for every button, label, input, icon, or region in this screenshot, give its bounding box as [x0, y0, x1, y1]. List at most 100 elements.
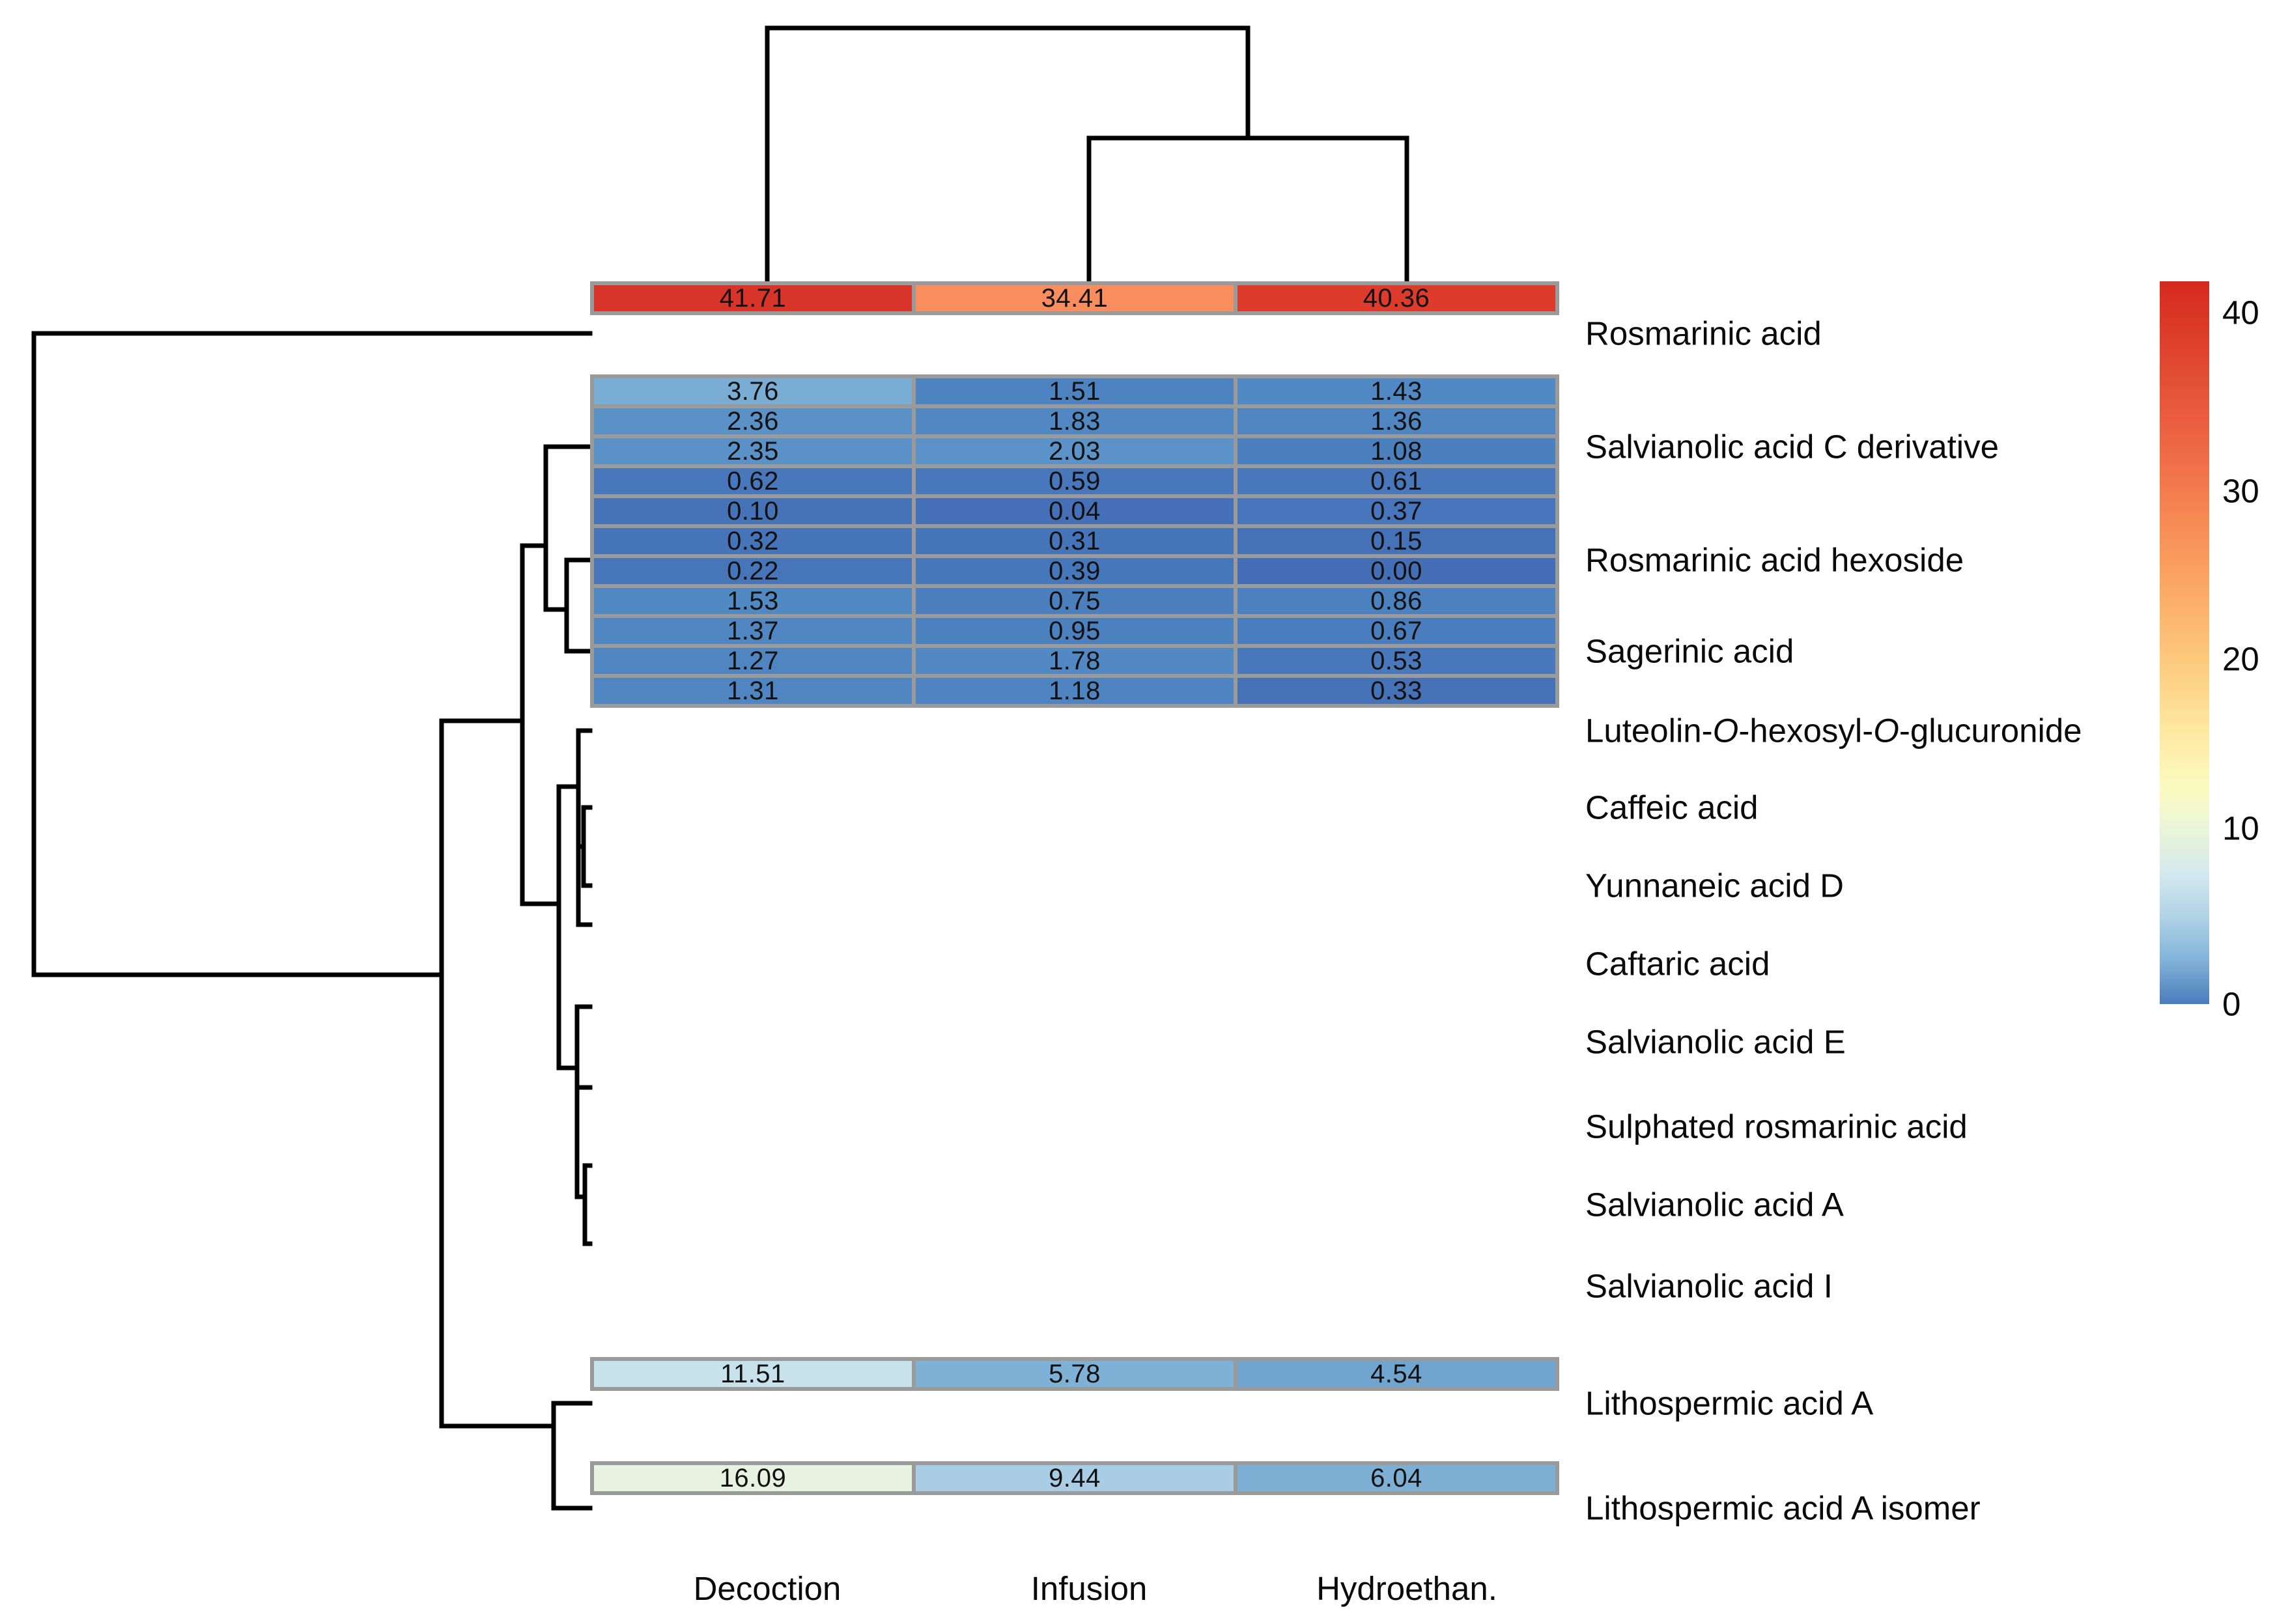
heatmap-cell[interactable]: 0.95	[916, 618, 1234, 644]
heatmap-block-top: 41.71 34.41 40.36	[590, 281, 1559, 315]
table-row: 0.22 0.39 0.00	[594, 558, 1555, 584]
heatmap-cell[interactable]: 3.76	[594, 378, 912, 404]
row-dendrogram-n2-r3	[564, 607, 593, 654]
heatmap-cell[interactable]: 1.83	[916, 408, 1234, 434]
heatmap-cell[interactable]: 2.35	[594, 438, 912, 464]
heatmap-cell[interactable]: 1.18	[916, 678, 1234, 704]
table-row: 1.27 1.78 0.53	[594, 648, 1555, 674]
heatmap-cell[interactable]: 0.75	[916, 588, 1234, 614]
heatmap-cell[interactable]: 0.10	[594, 498, 912, 524]
row-label-rosmarinic-acid-hexoside: Rosmarinic acid hexoside	[1585, 541, 1964, 579]
row-label-part-italic-o: O	[1712, 712, 1739, 749]
row-dendrogram-n6-r9	[574, 1065, 593, 1090]
row-dendrogram-root	[31, 331, 593, 977]
heatmap-cell[interactable]: 0.22	[594, 558, 912, 584]
table-row: 11.51 5.78 4.54	[594, 1361, 1555, 1387]
row-dendrogram-n7-r10	[582, 1163, 593, 1199]
heatmap-cell[interactable]: 11.51	[594, 1361, 912, 1387]
row-dendrogram-c1-stem	[439, 543, 525, 723]
row-label-sagerinic-acid: Sagerinic acid	[1585, 632, 1794, 670]
row-dendrogram-n4-r4	[556, 728, 593, 789]
row-dendrogram-n5-r6	[581, 844, 593, 888]
heatmap-block-litho-isomer: 16.09 9.44 6.04	[590, 1461, 1559, 1495]
row-dendrogram-n1-n2	[543, 543, 569, 612]
colorbar-gradient	[2160, 281, 2209, 1004]
table-row: 0.10 0.04 0.37	[594, 498, 1555, 524]
column-label-hydroethan: Hydroethan.	[1316, 1570, 1497, 1607]
dendrogram-branch-root	[765, 25, 1251, 284]
row-dendrogram-n5-r5	[581, 805, 593, 849]
row-label-lithospermic-acid-a-isomer: Lithospermic acid A isomer	[1585, 1489, 1981, 1527]
heatmap-cell[interactable]: 2.03	[916, 438, 1234, 464]
row-dendrogram-n1-r1	[520, 444, 593, 548]
row-label-sulphated-rosmarinic-acid: Sulphated rosmarinic acid	[1585, 1108, 1968, 1145]
row-dendrogram-n3-stem-up	[520, 784, 561, 906]
heatmap-cell[interactable]: 0.00	[1237, 558, 1555, 584]
row-label-part: -glucuronide	[1899, 712, 2082, 749]
heatmap-cell[interactable]: 0.67	[1237, 618, 1555, 644]
heatmap-cell[interactable]: 0.86	[1237, 588, 1555, 614]
colorbar-tick-30: 30	[2222, 472, 2259, 510]
heatmap-cell[interactable]: 1.31	[594, 678, 912, 704]
row-label-salvianolic-acid-i: Salvianolic acid I	[1585, 1267, 1833, 1305]
heatmap-cell[interactable]: 2.36	[594, 408, 912, 434]
row-label-salvianolic-acid-e: Salvianolic acid E	[1585, 1023, 1846, 1061]
row-dendrogram-litho-upper	[439, 1401, 593, 1429]
heatmap-cell[interactable]: 1.51	[916, 378, 1234, 404]
heatmap-cell[interactable]: 0.31	[916, 528, 1234, 554]
heatmap-cell[interactable]: 0.37	[1237, 498, 1555, 524]
heatmap-cell[interactable]: 0.39	[916, 558, 1234, 584]
heatmap-cell[interactable]: 1.27	[594, 648, 912, 674]
table-row: 1.31 1.18 0.33	[594, 678, 1555, 704]
heatmap-cell[interactable]: 0.33	[1237, 678, 1555, 704]
row-dendrogram-n7-r11	[582, 1194, 593, 1246]
heatmap-cell[interactable]: 1.78	[916, 648, 1234, 674]
colorbar-legend: 40 30 20 10 0	[2160, 281, 2290, 1021]
heatmap-cell[interactable]: 1.53	[594, 588, 912, 614]
row-label-part: -hexosyl-	[1738, 712, 1874, 749]
heatmap-cell[interactable]: 1.08	[1237, 438, 1555, 464]
heatmap-cell[interactable]: 1.37	[594, 618, 912, 644]
dendrogram-branch-node1	[1086, 135, 1409, 284]
colorbar-tick-40: 40	[2222, 294, 2259, 331]
heatmap-cell[interactable]: 0.62	[594, 468, 912, 494]
row-dendrogram-n4-n5	[576, 784, 586, 849]
heatmap-block-main: 3.76 1.51 1.43 2.36 1.83 1.36 2.35 2.03 …	[590, 374, 1559, 708]
heatmap-cell[interactable]: 16.09	[594, 1465, 912, 1491]
heatmap-cell[interactable]: 40.36	[1237, 285, 1555, 311]
row-label-part-italic-o: O	[1873, 712, 1899, 749]
row-dendrogram-n6-n7	[574, 1065, 587, 1199]
table-row: 1.37 0.95 0.67	[594, 618, 1555, 644]
heatmap-cell[interactable]: 0.04	[916, 498, 1234, 524]
heatmap-cell[interactable]: 0.32	[594, 528, 912, 554]
heatmap-cell[interactable]: 9.44	[916, 1465, 1234, 1491]
row-label-salvianolic-acid-a: Salvianolic acid A	[1585, 1186, 1844, 1224]
table-row: 41.71 34.41 40.36	[594, 285, 1555, 311]
heatmap-cell[interactable]: 34.41	[916, 285, 1234, 311]
heatmap-cell[interactable]: 5.78	[916, 1361, 1234, 1387]
table-row: 2.35 2.03 1.08	[594, 438, 1555, 464]
heatmap-cell[interactable]: 4.54	[1237, 1361, 1555, 1387]
table-row: 0.62 0.59 0.61	[594, 468, 1555, 494]
heatmap-cell[interactable]: 1.36	[1237, 408, 1555, 434]
heatmap-cell[interactable]: 0.15	[1237, 528, 1555, 554]
heatmap-cell[interactable]: 0.53	[1237, 648, 1555, 674]
column-label-decoction: Decoction	[693, 1570, 841, 1607]
row-label-salvianolic-acid-c-derivative: Salvianolic acid C derivative	[1585, 428, 1999, 466]
heatmap-cell[interactable]: 1.43	[1237, 378, 1555, 404]
row-dendrogram-n2-r2	[564, 557, 593, 612]
colorbar-tick-20: 20	[2222, 640, 2259, 678]
row-dendrogram-litho-lower	[551, 1423, 593, 1511]
column-label-infusion: Infusion	[1030, 1570, 1148, 1607]
row-label-caftaric-acid: Caftaric acid	[1585, 945, 1770, 983]
row-dendrogram-n4-r7	[576, 784, 593, 927]
row-label-lithospermic-acid-a: Lithospermic acid A	[1585, 1384, 1874, 1422]
heatmap-cell[interactable]: 41.71	[594, 285, 912, 311]
table-row: 0.32 0.31 0.15	[594, 528, 1555, 554]
heatmap-cell[interactable]: 0.59	[916, 468, 1234, 494]
column-dendrogram	[765, 25, 1409, 284]
heatmap-cell[interactable]: 6.04	[1237, 1465, 1555, 1491]
heatmap-cell[interactable]: 0.61	[1237, 468, 1555, 494]
table-row: 16.09 9.44 6.04	[594, 1465, 1555, 1491]
